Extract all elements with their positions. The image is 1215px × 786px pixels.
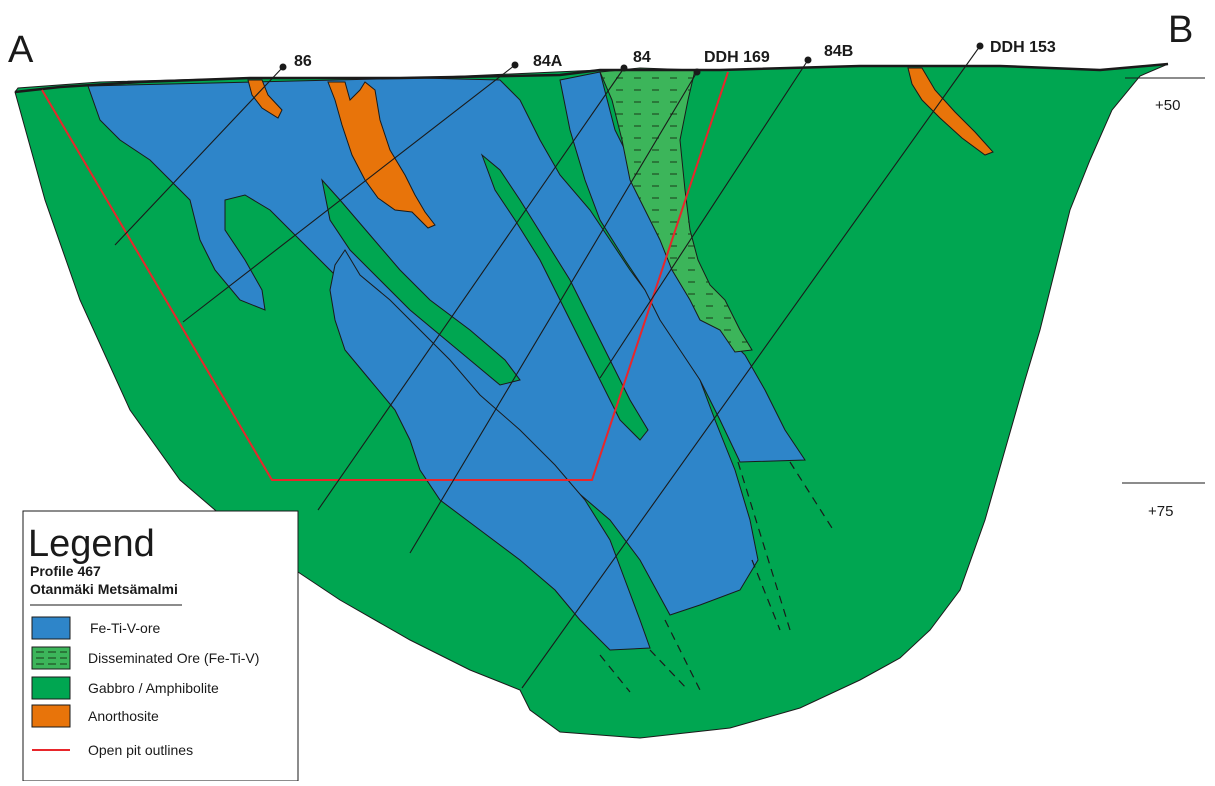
drill-hole-84a-collar: [511, 61, 519, 69]
disseminated-ore-pattern: [600, 68, 752, 352]
drill-hole-86-collar: [279, 63, 287, 71]
drill-hole-84b-trace: [599, 59, 809, 379]
drill-hole-ddh153-collar: [976, 42, 984, 50]
open-pit-outline: [41, 71, 729, 481]
drill-hole-label: 84A: [533, 53, 563, 70]
drill-hole-collars: [279, 42, 984, 76]
legend-swatch-ore: [31, 616, 71, 640]
legend-label-anorthosite: Anorthosite: [88, 708, 159, 724]
drill-hole-86-trace: [114, 66, 284, 246]
elevation-label-75: +75: [1148, 503, 1173, 520]
ore-extension-line: [751, 559, 781, 631]
ore-extension-line: [649, 649, 689, 691]
drill-hole-ddh153-trace: [521, 45, 981, 689]
drill-hole-label: 86: [294, 53, 312, 70]
legend-profile: Profile 467: [30, 563, 101, 579]
ore-body: [329, 249, 651, 651]
legend-box: [22, 510, 299, 782]
legend-label-pit: Open pit outlines: [88, 742, 193, 758]
legend-location: Otanmäki Metsämalmi: [30, 581, 178, 597]
legend: Legend Profile 467 Otanmäki Metsämalmi F…: [22, 510, 299, 782]
drill-hole-label: 84: [633, 49, 651, 66]
drill-hole-ddh169-collar: [693, 68, 701, 76]
legend-label-ore: Fe-Ti-V-ore: [90, 620, 160, 636]
ground-surface: [14, 62, 1169, 94]
drill-hole-84-collar: [620, 64, 628, 72]
drill-hole-label: DDH 169: [704, 49, 770, 66]
anorthosite-body: [247, 79, 283, 119]
elevation-label-50: +50: [1155, 97, 1180, 114]
drill-hole-84-trace: [317, 67, 625, 511]
section-end-b: B: [1168, 9, 1193, 51]
legend-title: Legend: [28, 523, 155, 565]
ore-extension-line: [737, 461, 791, 631]
legend-swatch-dashes: [36, 651, 67, 665]
ore-extensions: [599, 461, 833, 693]
gabbro-sliver: [321, 178, 521, 386]
legend-label-gabbro: Gabbro / Amphibolite: [88, 680, 219, 696]
drill-hole-84b-collar: [804, 56, 812, 64]
drill-hole-label: 84B: [824, 43, 853, 60]
ore-extension-line: [599, 654, 631, 693]
legend-swatch-gabbro: [31, 676, 71, 700]
drill-hole-84a-trace: [182, 64, 516, 323]
anorthosite-body: [327, 81, 436, 229]
anorthosite-body: [907, 67, 994, 156]
drill-hole-ddh169-trace: [409, 71, 698, 554]
section-end-a: A: [8, 29, 34, 71]
legend-label-disseminated: Disseminated Ore (Fe-Ti-V): [88, 650, 259, 666]
drill-hole-label: DDH 153: [990, 39, 1056, 56]
drill-holes: [114, 45, 981, 689]
legend-swatch-anorthosite: [31, 704, 71, 728]
